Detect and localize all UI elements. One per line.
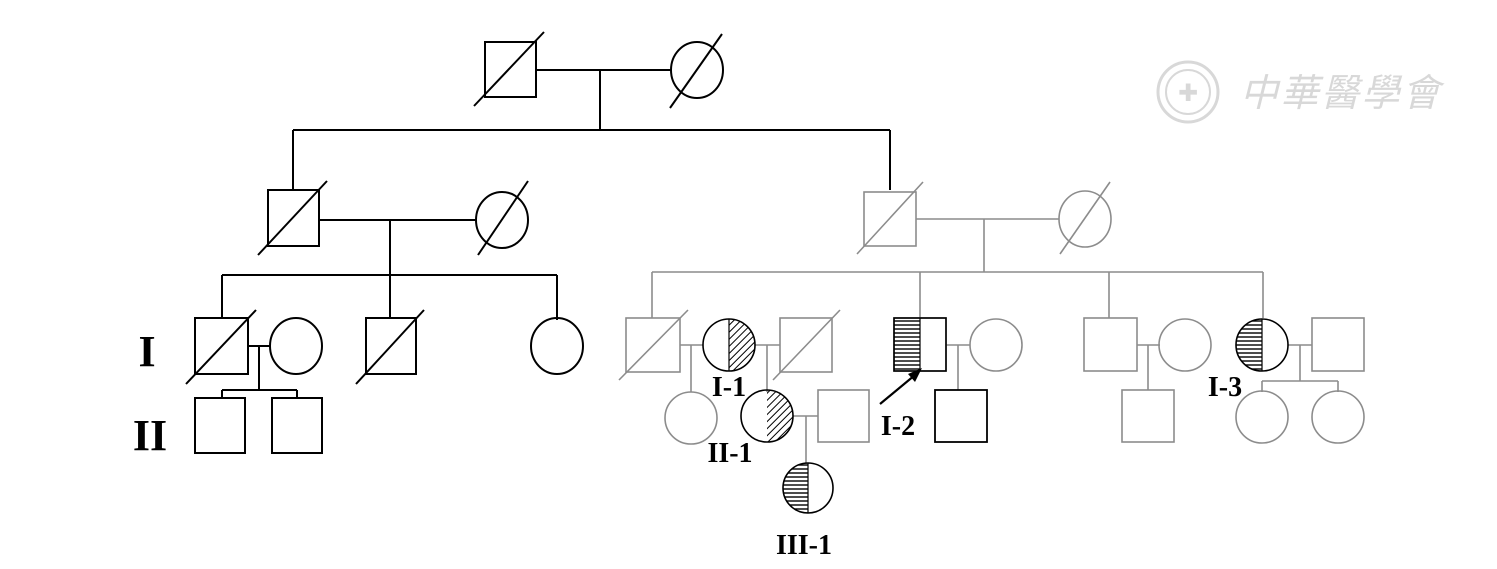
deceased-slash	[669, 33, 723, 109]
watermark: ✚ 中華醫學會	[1156, 60, 1445, 124]
watermark-text: 中華醫學會	[1240, 71, 1445, 115]
male	[1083, 317, 1138, 372]
male	[194, 397, 246, 454]
female	[269, 317, 323, 375]
deceased-slash	[257, 180, 328, 256]
deceased-slash	[772, 309, 841, 381]
proband-arrow	[879, 368, 922, 405]
proband-I-2-shading	[894, 318, 920, 371]
deceased-slash	[355, 309, 425, 385]
top-male-deceased	[484, 41, 537, 98]
affected-symbols	[702, 317, 1289, 516]
female	[969, 318, 1023, 372]
deceased-slash	[473, 31, 545, 107]
generation-label-II: II	[133, 411, 167, 460]
female-II-1	[740, 389, 794, 443]
deceased-slash	[1059, 181, 1111, 255]
male	[934, 389, 988, 443]
deceased-slash	[856, 181, 924, 255]
male	[817, 389, 870, 443]
female	[664, 391, 718, 445]
watermark-seal-inner	[1165, 69, 1211, 115]
female	[1158, 318, 1212, 372]
deceased-slash	[618, 309, 689, 381]
label-I-1: I-1	[712, 372, 746, 403]
male	[1311, 317, 1365, 372]
male-deceased	[267, 189, 320, 247]
label-II-1: II-1	[707, 438, 752, 469]
female-I-1-shading	[729, 319, 755, 371]
female	[530, 317, 584, 375]
male-deceased	[779, 317, 833, 373]
watermark-seal-icon	[1156, 60, 1220, 124]
right-lineage	[618, 181, 1365, 464]
label-III-1: III-1	[776, 530, 832, 561]
label-I-2: I-2	[881, 411, 915, 442]
deceased-slash	[185, 309, 257, 385]
female-I-3-shading	[1236, 319, 1262, 371]
female-II-1-shading	[767, 390, 793, 442]
generation-label-I: I	[138, 327, 155, 376]
female	[1235, 390, 1289, 444]
male-deceased	[365, 317, 417, 375]
male	[1121, 389, 1175, 443]
watermark-seal-mark: ✚	[1178, 79, 1198, 107]
male	[271, 397, 323, 454]
label-I-3: I-3	[1208, 372, 1242, 403]
deceased-slash	[477, 180, 529, 256]
left-lineage	[185, 31, 891, 454]
female	[1311, 390, 1365, 444]
